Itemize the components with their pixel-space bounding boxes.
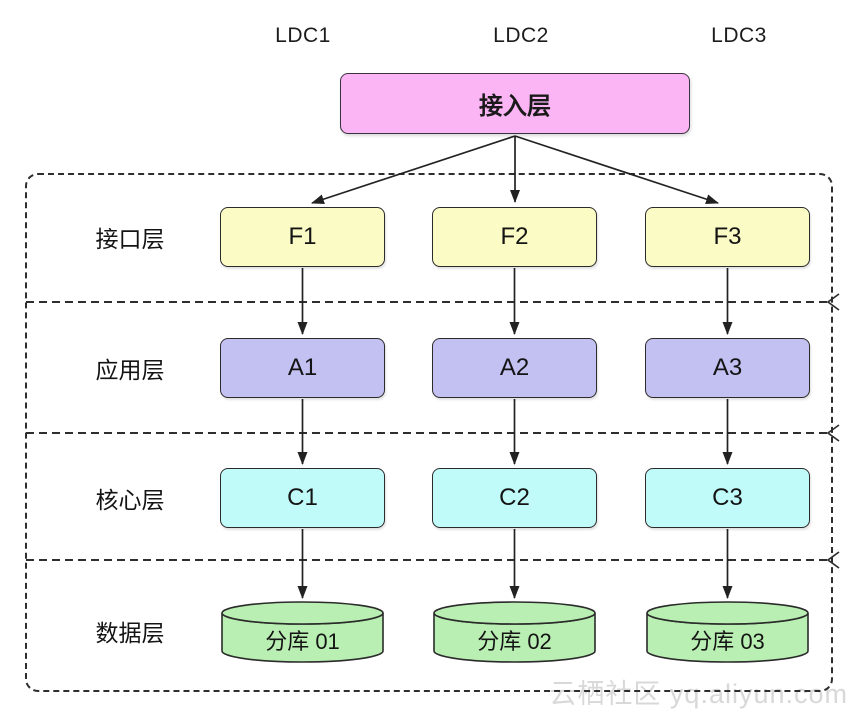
db-shard-01-label: 分库 01 bbox=[265, 629, 340, 654]
db-shard-03-label: 分库 03 bbox=[690, 629, 765, 654]
node-a1: A1 bbox=[220, 338, 385, 398]
watermark: 云栖社区 yq.aliyun.com bbox=[549, 679, 848, 709]
ldc2-label: LDC2 bbox=[493, 24, 549, 47]
row-label-interface: 接口层 bbox=[95, 226, 165, 252]
row-label-core: 核心层 bbox=[95, 487, 165, 513]
access-layer-box: 接入层 bbox=[340, 73, 690, 134]
node-f1: F1 bbox=[220, 207, 385, 267]
db-shard-02-label: 分库 02 bbox=[477, 629, 552, 654]
node-f3: F3 bbox=[645, 207, 810, 267]
ldc3-label: LDC3 bbox=[711, 24, 767, 47]
ldc1-label: LDC1 bbox=[275, 24, 331, 47]
node-f2: F2 bbox=[432, 207, 597, 267]
row-label-data: 数据层 bbox=[95, 620, 165, 646]
row-label-application: 应用层 bbox=[95, 357, 165, 383]
node-a3: A3 bbox=[645, 338, 810, 398]
node-c1: C1 bbox=[220, 468, 385, 528]
node-c3: C3 bbox=[645, 468, 810, 528]
node-a2: A2 bbox=[432, 338, 597, 398]
node-c2: C2 bbox=[432, 468, 597, 528]
